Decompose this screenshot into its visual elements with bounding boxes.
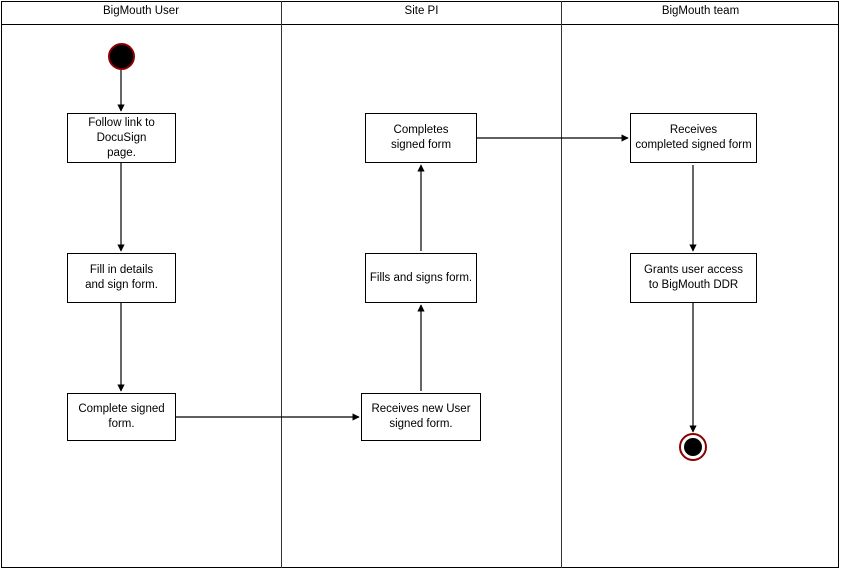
lane-header-site-pi: Site PI [404,5,439,17]
activity-receives-completed-signed-form[interactable]: Receives completed signed form [630,113,757,163]
start-node [108,43,135,70]
lane-header-bigmouth-user: BigMouth User [102,5,180,17]
activity-complete-signed-form[interactable]: Complete signed form. [67,393,176,441]
activity-fill-in-details[interactable]: Fill in details and sign form. [67,253,176,303]
activity-receives-new-user-signed-form[interactable]: Receives new User signed form. [361,393,481,441]
swimlane-header-row [1,1,839,25]
end-node [679,433,707,461]
lane-divider-2 [561,1,562,568]
lane-header-bigmouth-team: BigMouth team [661,5,740,17]
activity-completes-signed-form[interactable]: Completes signed form [365,113,477,163]
activity-follow-link[interactable]: Follow link to DocuSign page. [67,113,176,163]
activity-grants-user-access[interactable]: Grants user access to BigMouth DDR [630,253,757,303]
lane-divider-1 [281,1,282,568]
activity-fills-and-signs-form[interactable]: Fills and signs form. [365,253,477,303]
end-node-fill [684,438,702,456]
